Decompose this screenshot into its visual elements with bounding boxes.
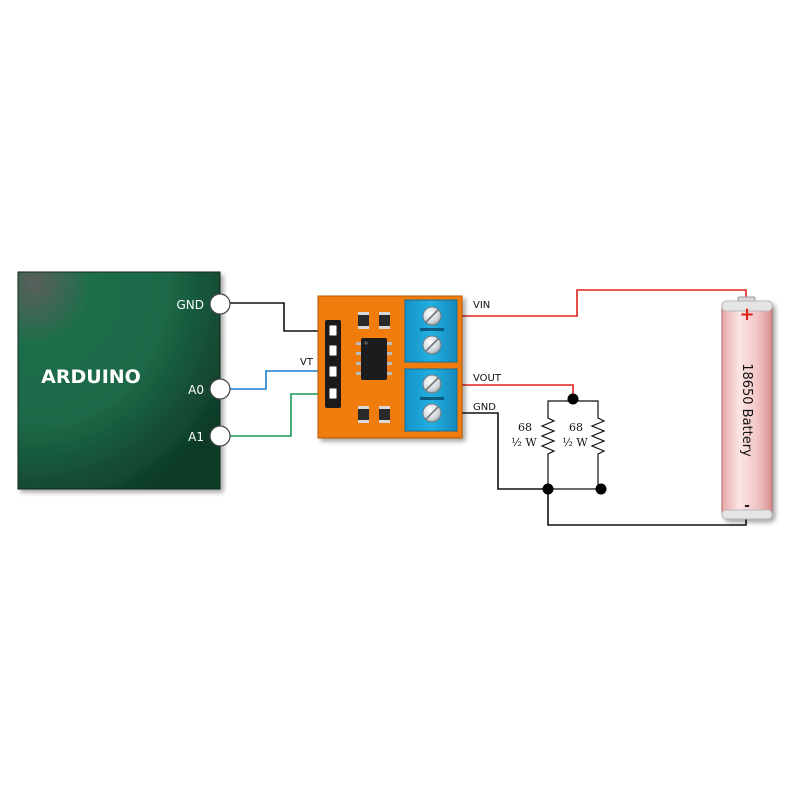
smd-resistor bbox=[379, 406, 390, 423]
pin-a1-terminal[interactable] bbox=[209, 425, 231, 447]
vin-label: VIN bbox=[473, 300, 490, 311]
smd-components bbox=[356, 312, 392, 423]
resistor-2-symbol bbox=[590, 414, 606, 459]
pin-a1-label: A1 bbox=[188, 430, 204, 444]
wires bbox=[228, 289, 747, 526]
ic-chip bbox=[356, 338, 392, 380]
battery-minus-sign: - bbox=[744, 498, 750, 514]
resistor-1-rating: ½ W bbox=[511, 436, 537, 449]
header-pin-4[interactable] bbox=[328, 387, 338, 400]
wire-gnd-signal bbox=[228, 302, 332, 332]
junction-gnd-right bbox=[595, 483, 607, 495]
smd-resistor bbox=[358, 406, 369, 423]
wire-module-gnd bbox=[428, 412, 548, 490]
header-pin-1[interactable] bbox=[328, 324, 338, 337]
battery-plus-sign: + bbox=[739, 304, 754, 325]
pin-a0-terminal[interactable] bbox=[209, 378, 231, 400]
smd-resistor bbox=[379, 312, 390, 329]
smd-resistor bbox=[358, 312, 369, 329]
battery-18650: + - 18650 Battery bbox=[721, 296, 773, 520]
wire-a1 bbox=[228, 393, 332, 437]
wire-resistor-bottom bbox=[547, 459, 601, 490]
wire-a0 bbox=[228, 370, 332, 390]
module-gnd-label: GND bbox=[473, 402, 496, 413]
resistor-1-value: 68 bbox=[518, 421, 532, 434]
arduino-board: ARDUINO GND A0 A1 bbox=[17, 271, 231, 490]
pin-gnd-terminal[interactable] bbox=[209, 293, 231, 315]
vout-label: VOUT bbox=[473, 373, 502, 384]
resistor-1-symbol bbox=[540, 414, 556, 459]
arduino-title: ARDUINO bbox=[41, 366, 141, 388]
wire-battery-minus bbox=[547, 489, 747, 526]
junction-gnd-left bbox=[542, 483, 554, 495]
pin-gnd-label: GND bbox=[176, 298, 204, 312]
load-resistors: 68 ½ W 68 ½ W bbox=[511, 414, 606, 459]
sensor-module bbox=[317, 295, 463, 439]
resistor-2-rating: ½ W bbox=[562, 436, 588, 449]
pin-a0-label: A0 bbox=[188, 383, 204, 397]
terminal-block-output bbox=[404, 368, 458, 432]
resistor-2-value: 68 bbox=[569, 421, 583, 434]
terminal-block-input bbox=[404, 299, 458, 363]
battery-label: 18650 Battery bbox=[739, 363, 754, 457]
wire-vin bbox=[428, 289, 747, 317]
junction-vout bbox=[567, 393, 579, 405]
header-pin-2[interactable] bbox=[328, 344, 338, 357]
vt-label: VT bbox=[300, 357, 314, 368]
header-pins bbox=[325, 320, 341, 408]
header-pin-3[interactable] bbox=[328, 365, 338, 378]
